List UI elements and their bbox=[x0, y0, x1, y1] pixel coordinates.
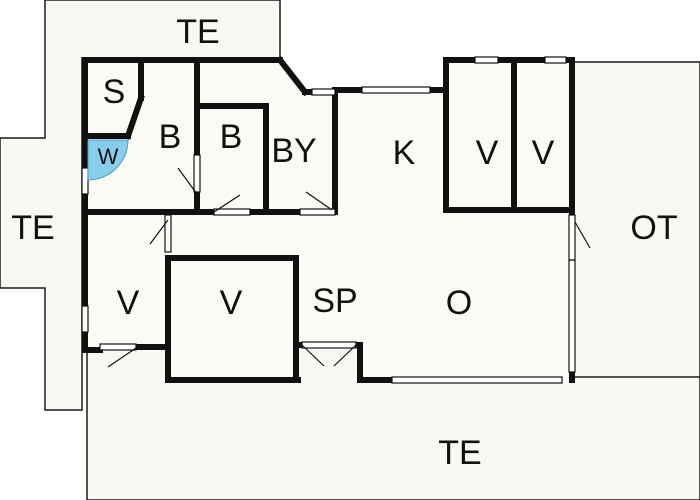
window-bedroom-door-1 bbox=[213, 208, 251, 216]
window-by-bottom bbox=[299, 208, 336, 216]
door-b1 bbox=[177, 167, 198, 195]
label-living-room: O bbox=[446, 284, 472, 322]
label-terrace-bottom: TE bbox=[438, 434, 481, 472]
wall-diagonal-top bbox=[275, 55, 310, 97]
window-k-top bbox=[361, 86, 431, 94]
label-closet-left: V bbox=[117, 284, 140, 322]
window-sp-bottom bbox=[301, 341, 357, 349]
wall-s-diagonal bbox=[124, 94, 145, 140]
window-v-bottom-left bbox=[99, 343, 137, 351]
room-labels: TE TE TE S W B B BY K V V OT V V SP O bbox=[11, 13, 677, 472]
window-o-bottom bbox=[391, 376, 563, 384]
label-terrace-top: TE bbox=[176, 13, 219, 51]
door-by bbox=[305, 191, 333, 211]
window-w-left bbox=[81, 167, 89, 195]
door-terrace bbox=[574, 221, 591, 249]
label-bathroom: BY bbox=[271, 132, 316, 170]
label-terrace-left: TE bbox=[11, 209, 54, 247]
label-sauna: S bbox=[103, 73, 126, 111]
door-swings bbox=[107, 167, 591, 368]
window-o-upper bbox=[568, 214, 576, 261]
label-bedroom-1: B bbox=[159, 118, 182, 156]
window-v1-top bbox=[474, 56, 499, 64]
door-v-left bbox=[107, 347, 137, 368]
windows bbox=[81, 56, 576, 384]
door-corridor bbox=[149, 219, 169, 245]
label-sleeping-area: SP bbox=[312, 282, 357, 320]
label-bedroom-2: B bbox=[220, 118, 243, 156]
window-b1-door bbox=[193, 154, 201, 193]
door-sp-1 bbox=[301, 344, 325, 367]
terrace-outline bbox=[0, 0, 281, 411]
window-v-left bbox=[81, 305, 89, 333]
label-outdoor-terrace: OT bbox=[630, 209, 677, 247]
label-washer: W bbox=[98, 144, 119, 169]
window-o-right bbox=[568, 259, 576, 373]
label-closet-2: V bbox=[532, 134, 555, 172]
walls bbox=[82, 55, 575, 383]
door-b2 bbox=[213, 194, 241, 213]
label-kitchen: K bbox=[393, 134, 416, 172]
house-floor bbox=[85, 60, 572, 380]
window-corridor bbox=[164, 214, 172, 253]
window-by-top bbox=[311, 88, 336, 96]
outdoor-terrace-right bbox=[573, 61, 700, 378]
window-v2-top bbox=[544, 56, 567, 64]
washing-machine-icon bbox=[87, 139, 129, 181]
door-sp-2 bbox=[333, 344, 357, 367]
label-closet-mid: V bbox=[220, 284, 243, 322]
label-closet-1: V bbox=[476, 134, 499, 172]
